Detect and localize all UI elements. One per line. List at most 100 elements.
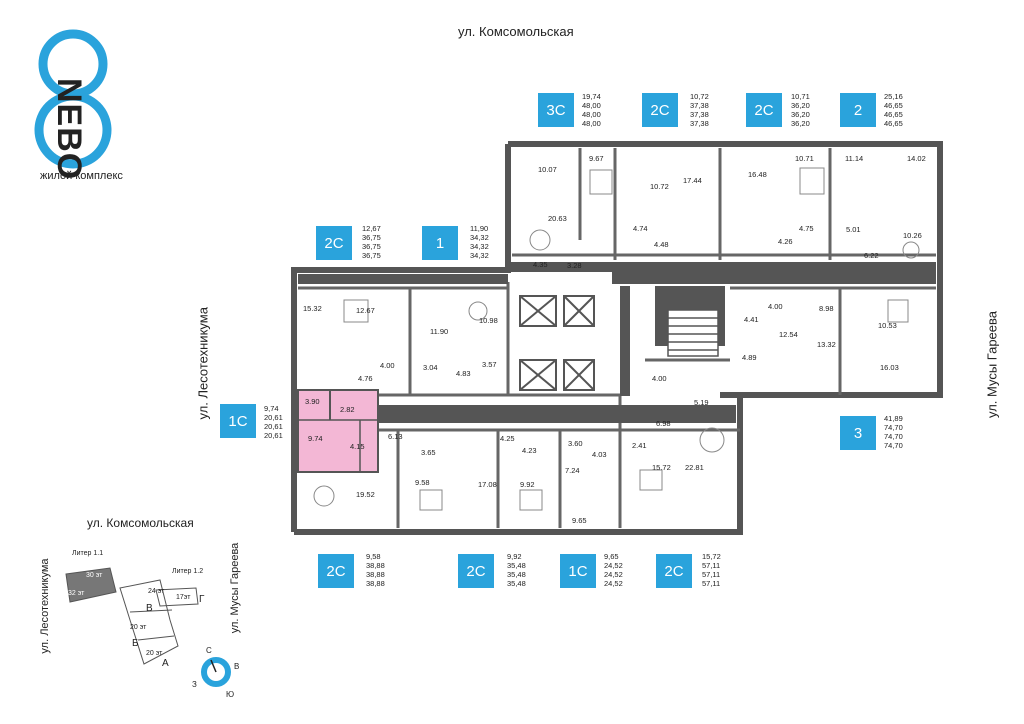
- room-area: 2.41: [632, 441, 647, 450]
- unit-badge-2-top[interactable]: 2: [840, 93, 876, 127]
- unit-badge-3-right[interactable]: 3: [840, 416, 876, 450]
- highlighted-unit-1c: [297, 389, 379, 473]
- room-area: 6.22: [864, 251, 879, 260]
- site-map-street-left: ул. Лесотехникума: [39, 558, 51, 654]
- site-map-building-a: А: [162, 658, 169, 669]
- site-map-floors-17: 17эт: [176, 594, 191, 601]
- unit-badge-2c-top2[interactable]: 2С: [746, 93, 782, 127]
- compass-south: Ю: [226, 690, 235, 699]
- unit-badge-2c-b3[interactable]: 2С: [656, 554, 692, 588]
- room-area: 4.00: [768, 302, 783, 311]
- room-area: 19.52: [356, 490, 375, 499]
- unit-badge-2c-left[interactable]: 2С: [316, 226, 352, 260]
- unit-badge-1c-left[interactable]: 1С: [220, 404, 256, 438]
- room-area: 4.89: [742, 353, 757, 362]
- room-area: 17.08: [478, 480, 497, 489]
- compass-east: В: [234, 662, 240, 671]
- room-area: 3.60: [568, 439, 583, 448]
- compass-north: С: [206, 646, 212, 655]
- room-area: 2.82: [340, 405, 355, 414]
- room-area: 4.74: [633, 224, 648, 233]
- room-area: 8.98: [819, 304, 834, 313]
- unit-badge-3c-top[interactable]: 3С: [538, 93, 574, 127]
- plan-stairs: [667, 309, 719, 357]
- site-map-floors-30: 30 эт: [86, 572, 103, 579]
- room-area: 4.41: [744, 315, 759, 324]
- room-area: 5.01: [846, 225, 861, 234]
- unit-badge-2c-top1[interactable]: 2С: [642, 93, 678, 127]
- room-area: 3.65: [421, 448, 436, 457]
- room-area: 3.57: [482, 360, 497, 369]
- logo-subtitle: жилой комплекс: [40, 170, 123, 182]
- room-area: 12.54: [779, 330, 798, 339]
- room-area: 5.19: [694, 398, 709, 407]
- plan-walls: [291, 141, 943, 535]
- room-area: 9.74: [308, 434, 323, 443]
- site-map-liter12: Литер 1.2: [172, 568, 204, 575]
- room-area: 4.35: [533, 260, 548, 269]
- room-area: 4.00: [380, 361, 395, 370]
- unit-badge-1-left[interactable]: 1: [422, 226, 458, 260]
- room-area: 4.25: [500, 434, 515, 443]
- room-area: 16.03: [880, 363, 899, 372]
- unit-badge-2c-b2[interactable]: 2С: [458, 554, 494, 588]
- room-area: 6.13: [388, 432, 403, 441]
- room-area: 10.72: [650, 182, 669, 191]
- site-map-floors-20b: 20 эт: [146, 650, 163, 657]
- site-map-floors-32: 32 эт: [68, 590, 85, 597]
- room-area: 13.32: [817, 340, 836, 349]
- room-area: 12.67: [356, 306, 375, 315]
- room-area: 20.63: [548, 214, 567, 223]
- site-map-building-v: В: [146, 603, 153, 614]
- unit-badge-1c-b[interactable]: 1С: [560, 554, 596, 588]
- room-area: 9.92: [520, 480, 535, 489]
- room-area: 4.48: [654, 240, 669, 249]
- room-area: 6.98: [656, 419, 671, 428]
- site-map-liter11: Литер 1.1: [72, 550, 104, 557]
- room-area: 3.28: [567, 261, 582, 270]
- compass-west: З: [192, 680, 197, 689]
- room-area: 9.67: [589, 154, 604, 163]
- site-map-street-right: ул. Мусы Гареева: [229, 542, 241, 634]
- room-area: 4.26: [778, 237, 793, 246]
- room-area: 4.00: [652, 374, 667, 383]
- room-area: 10.07: [538, 165, 557, 174]
- room-area: 9.65: [572, 516, 587, 525]
- room-area: 15.72: [652, 463, 671, 472]
- site-map-building-g: Г: [199, 594, 205, 605]
- plan-furniture: [313, 167, 920, 511]
- plan-inner-walls: [298, 148, 936, 528]
- room-area: 4.75: [799, 224, 814, 233]
- room-area: 11.90: [430, 327, 449, 336]
- room-area: 9.58: [415, 478, 430, 487]
- room-area: 10.53: [878, 321, 897, 330]
- plan-elevators: [519, 295, 595, 391]
- room-area: 4.76: [358, 374, 373, 383]
- room-area: 3.90: [305, 397, 320, 406]
- room-area: 14.02: [907, 154, 926, 163]
- room-area: 10.26: [903, 231, 922, 240]
- room-area: 4.15: [350, 442, 365, 451]
- room-area: 22.81: [685, 463, 704, 472]
- room-area: 10.98: [479, 316, 498, 325]
- compass-icon: [201, 657, 231, 687]
- unit-badge-2c-b1[interactable]: 2С: [318, 554, 354, 588]
- site-map-building-b: Б: [132, 638, 139, 649]
- room-area: 15.32: [303, 304, 322, 313]
- room-area: 3.04: [423, 363, 438, 372]
- room-area: 11.14: [845, 154, 864, 163]
- room-area: 4.03: [592, 450, 607, 459]
